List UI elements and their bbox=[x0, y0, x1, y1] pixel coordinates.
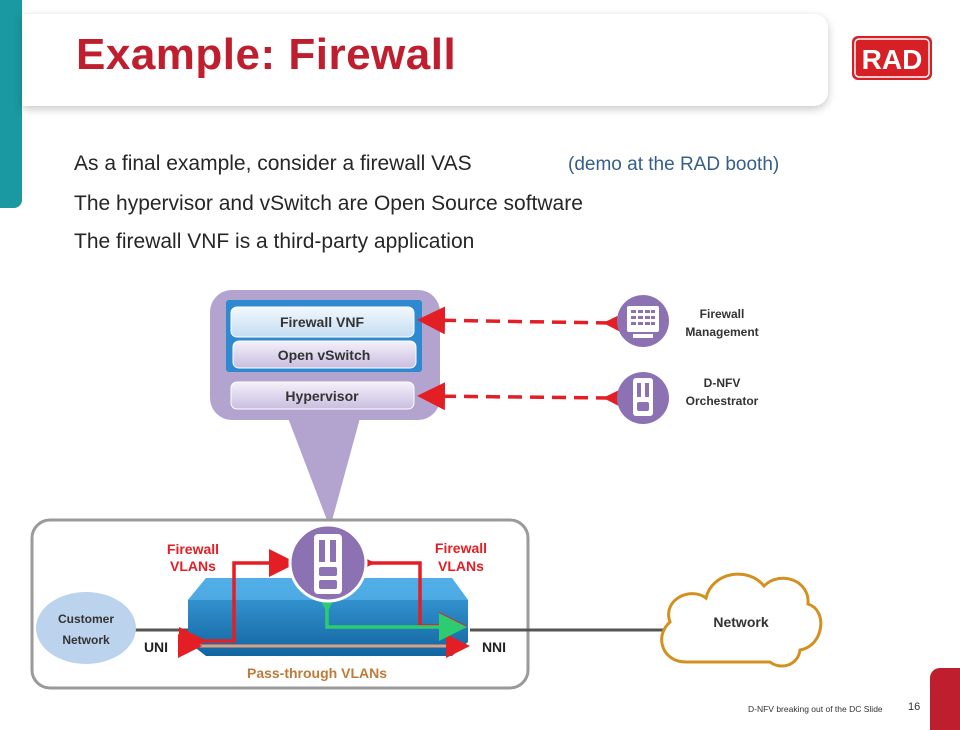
svg-text:Hypervisor: Hypervisor bbox=[285, 388, 359, 404]
firewall-vlans-right-2: VLANs bbox=[438, 558, 484, 574]
orchestrator-label-2: Orchestrator bbox=[686, 394, 759, 408]
svg-text:Customer: Customer bbox=[58, 612, 114, 626]
uni-label: UNI bbox=[144, 639, 168, 655]
firewall-vlans-left-1: Firewall bbox=[167, 541, 219, 557]
mgmt-link-firewall bbox=[417, 306, 632, 338]
left-accent-tab bbox=[0, 0, 22, 208]
hypervisor-box[interactable]: Hypervisor bbox=[230, 381, 415, 410]
demo-note: (demo at the RAD booth) bbox=[568, 154, 780, 175]
svg-text:Firewall VNF: Firewall VNF bbox=[280, 314, 364, 330]
firewall-management-label-1: Firewall bbox=[700, 307, 745, 321]
mgmt-link-orchestrator bbox=[417, 382, 632, 413]
firewall-management-label-2: Management bbox=[685, 325, 758, 339]
pass-through-label: Pass-through VLANs bbox=[247, 665, 387, 681]
slide-title: Example: Firewall bbox=[76, 30, 457, 79]
firewall-vlans-left-2: VLANs bbox=[170, 558, 216, 574]
rad-logo: RAD bbox=[852, 36, 932, 80]
bullet-1: As a final example, consider a firewall … bbox=[74, 152, 472, 175]
firewall-vnf-box[interactable]: Firewall VNF bbox=[230, 306, 415, 338]
bullet-3: The firewall VNF is a third-party applic… bbox=[74, 230, 475, 253]
corner-accent bbox=[930, 668, 960, 730]
svg-text:RAD: RAD bbox=[862, 44, 923, 75]
orchestrator-label-1: D-NFV bbox=[704, 376, 741, 390]
firewall-vlan-path-left bbox=[179, 549, 297, 655]
green-vlan-path bbox=[313, 585, 467, 641]
title-bar bbox=[22, 14, 828, 106]
svg-text:Network: Network bbox=[713, 614, 768, 630]
bullet-2: The hypervisor and vSwitch are Open Sour… bbox=[74, 192, 583, 215]
customer-network[interactable]: Customer Network bbox=[36, 592, 136, 664]
nni-label: NNI bbox=[482, 639, 506, 655]
network-cloud[interactable]: Network bbox=[660, 572, 823, 668]
firewall-vlans-right-1: Firewall bbox=[435, 540, 487, 556]
slide-number: 16 bbox=[908, 701, 921, 713]
open-vswitch-box[interactable]: Open vSwitch bbox=[232, 340, 417, 369]
slide-footer: D-NFV breaking out of the DC Slide bbox=[748, 704, 883, 714]
dnfv-orchestrator-icon[interactable] bbox=[617, 372, 669, 424]
svg-text:Network: Network bbox=[62, 633, 110, 647]
firewall-management-icon[interactable] bbox=[617, 295, 669, 347]
vnf-host-icon[interactable] bbox=[288, 523, 368, 603]
svg-text:Open vSwitch: Open vSwitch bbox=[278, 347, 371, 363]
